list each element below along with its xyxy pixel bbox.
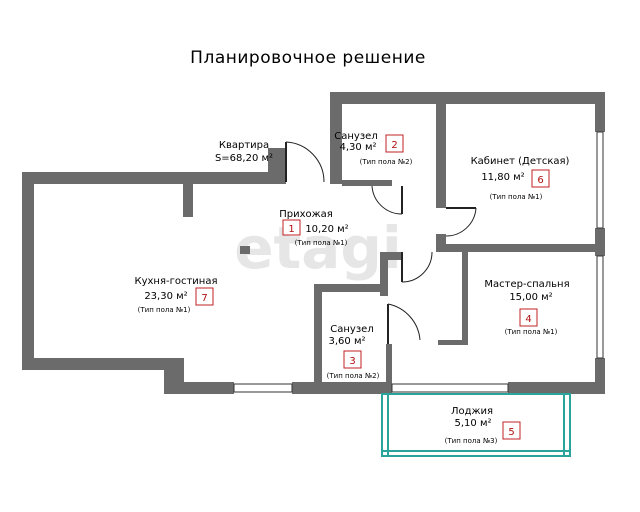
room-number-box [195, 287, 214, 306]
loggia [381, 393, 571, 457]
room-number: 2 [391, 140, 397, 151]
loggia-outline [381, 393, 571, 457]
door-bath3-swing [387, 303, 421, 341]
apartment-area: S=68,20 м² [215, 153, 273, 164]
room-floor-type: (Тип пола №1) [490, 193, 543, 201]
room-number-box [343, 350, 362, 369]
room-number: 4 [525, 314, 531, 325]
room-area: 23,30 м² [144, 291, 187, 302]
wall-hall-stub [240, 246, 250, 254]
door-bath2-swing [371, 185, 403, 215]
wall-kitchen-bottom [164, 382, 234, 394]
wall-bottom-right [508, 382, 605, 394]
wall-hall-right [384, 252, 402, 260]
wall-bottom-mid [292, 382, 392, 394]
wall-master-bottom-stub [438, 340, 468, 345]
apartment-label: Квартира [219, 140, 269, 151]
window-master [596, 255, 604, 359]
wall-bath3-right [380, 252, 388, 296]
room-floor-type: (Тип пола №2) [327, 372, 380, 380]
room-office: Кабинет (Детская) 11,80 м² 6 (Тип пола №… [471, 156, 570, 201]
room-number: 5 [508, 427, 514, 438]
wall-bath2-right [436, 104, 446, 208]
room-hall: Прихожая 1 10,20 м² (Тип пола №1) [279, 209, 348, 247]
watermark: etagi [234, 214, 402, 282]
wall-kitchen-left [22, 172, 34, 370]
window-kitchen [233, 383, 293, 393]
room-name: Кухня-гостиная [135, 276, 218, 287]
wall-upper-left [330, 92, 342, 184]
room-area: 11,80 м² [481, 172, 524, 183]
wall-kitchen-stub [183, 184, 193, 217]
wall-bath3-right-low [386, 344, 392, 382]
window-loggia-door [391, 383, 509, 393]
wall-kitchen-top [22, 172, 270, 184]
room-area: 4,30 м² [340, 142, 377, 153]
wall-master-left [462, 252, 468, 344]
room-bath-top: Санузел 4,30 м² 2 (Тип пола №2) [334, 131, 412, 166]
room-name: Мастер-спальня [484, 279, 569, 290]
room-name: Санузел [330, 324, 373, 335]
room-number: 3 [349, 356, 355, 367]
room-area: 10,20 м² [305, 224, 348, 235]
room-name: Санузел [334, 131, 377, 142]
wall-hall-divider [314, 284, 388, 292]
wall-right-mid [595, 228, 605, 256]
room-area: 3,60 м² [329, 336, 366, 347]
room-number: 6 [537, 175, 543, 186]
plan-title: Планировочное решение [190, 48, 426, 68]
wall-upper-top [330, 92, 605, 104]
door-entry-swing [285, 141, 325, 183]
door-master-swing [401, 251, 433, 283]
room-floor-type: (Тип пола №2) [360, 158, 413, 166]
room-floor-type: (Тип пола №1) [505, 328, 558, 336]
room-area: 15,00 м² [509, 292, 552, 303]
room-number-box [531, 169, 550, 188]
room-number-box [502, 421, 521, 440]
room-bath-mid: Санузел 3,60 м² 3 (Тип пола №2) [327, 324, 380, 380]
wall-office-bottom [446, 244, 605, 252]
wall-master-right [595, 358, 605, 394]
wall-office-left-stub [436, 234, 446, 252]
room-number-box [519, 308, 538, 327]
doors [285, 141, 477, 344]
door-office-swing [445, 207, 477, 237]
wall-entry-stub [268, 148, 286, 184]
room-kitchen: Кухня-гостиная 23,30 м² 7 (Тип пола №1) [135, 276, 218, 314]
room-number: 1 [288, 224, 294, 235]
room-name: Кабинет (Детская) [471, 156, 570, 167]
wall-bath3-left [314, 284, 322, 382]
room-floor-type: (Тип пола №3) [445, 437, 498, 445]
window-office [596, 131, 604, 229]
wall-kitchen-bottom-left [22, 358, 184, 370]
room-number-box [282, 219, 301, 236]
room-number: 7 [201, 293, 207, 304]
room-floor-type: (Тип пола №1) [138, 306, 191, 314]
walls [22, 92, 605, 394]
wall-right-top [595, 92, 605, 132]
room-name: Прихожая [279, 209, 333, 220]
room-number-box [385, 134, 404, 153]
room-area: 5,10 м² [455, 418, 492, 429]
wall-bath2-bottom [342, 180, 392, 186]
room-name: Лоджия [451, 406, 493, 417]
room-floor-type: (Тип пола №1) [295, 239, 348, 247]
room-loggia: Лоджия 5,10 м² 5 (Тип пола №3) [445, 406, 521, 445]
room-master: Мастер-спальня 15,00 м² 4 (Тип пола №1) [484, 279, 569, 336]
windows [233, 131, 604, 393]
